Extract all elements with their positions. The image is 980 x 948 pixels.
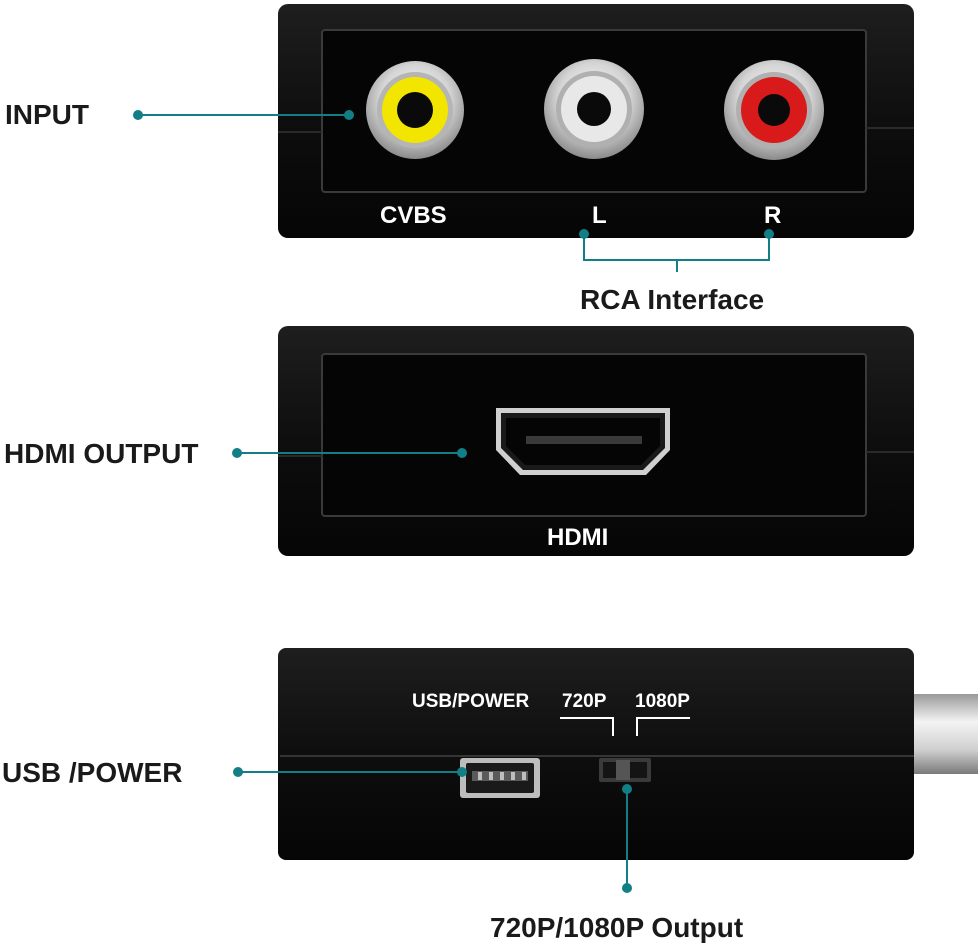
hdmi-output-label: HDMI OUTPUT (4, 438, 199, 469)
right-channel-label: R (764, 202, 782, 229)
device-bottom-body (278, 648, 978, 860)
rca-interface-label: RCA Interface (580, 284, 765, 315)
hdmi-port-icon[interactable] (496, 408, 670, 475)
rca-interface-bracket (579, 229, 774, 272)
usb-power-leader-line (233, 767, 467, 777)
usb-power-panel-label: USB/POWER (412, 691, 530, 712)
usb-power-label: USB /POWER (2, 757, 183, 788)
resolution-switch-icon[interactable] (599, 758, 651, 782)
p1080-panel-label: 1080P (635, 691, 690, 712)
rca-yellow-jack-icon[interactable] (366, 61, 464, 159)
left-channel-label: L (592, 202, 607, 229)
input-leader-line (133, 110, 354, 120)
cvbs-label: CVBS (380, 202, 447, 229)
switch-label-brackets (560, 717, 690, 736)
mini-usb-port-icon[interactable] (460, 758, 540, 798)
rca-white-jack-icon[interactable] (544, 59, 644, 159)
hdmi-panel-label: HDMI (547, 524, 609, 551)
rca-red-jack-icon[interactable] (724, 60, 824, 160)
p720-panel-label: 720P (562, 691, 607, 712)
switch-leader-line (622, 784, 632, 893)
input-label: INPUT (5, 99, 89, 130)
hdmi-output-leader-line (232, 448, 467, 458)
resolution-output-label: 720P/1080P Output (490, 912, 744, 943)
